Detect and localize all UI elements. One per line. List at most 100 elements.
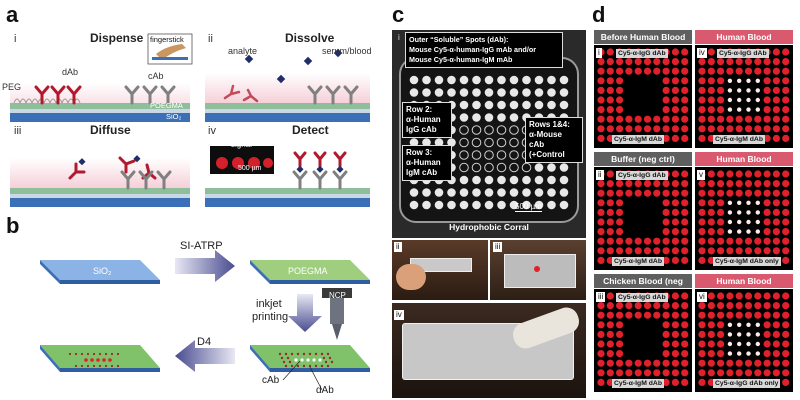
dab-spot bbox=[698, 58, 706, 66]
fluorescence-spots bbox=[597, 48, 689, 142]
panel-d-header: Chicken Blood (neg ctrl) bbox=[594, 274, 692, 300]
dab-spot bbox=[653, 369, 661, 377]
soluble-spot bbox=[422, 188, 431, 197]
dab-spot bbox=[717, 311, 725, 319]
soluble-spot bbox=[459, 188, 469, 197]
top-dab-label: Cy5-α-IgG dAb bbox=[616, 171, 668, 180]
dab-spot bbox=[735, 125, 743, 133]
row2-line3: IgG cAb bbox=[406, 125, 437, 134]
soluble-spot bbox=[534, 75, 544, 85]
dab-spot bbox=[597, 378, 605, 386]
dab-spot bbox=[625, 237, 633, 245]
dab-spot bbox=[707, 106, 715, 114]
dab-spot bbox=[726, 369, 734, 377]
dab-spot bbox=[763, 170, 771, 178]
capture-spot bbox=[746, 107, 751, 112]
capture-spot bbox=[727, 88, 733, 93]
dab-spot bbox=[606, 180, 614, 188]
outer-spots-line1: Outer “Soluble” Spots (dAb): bbox=[409, 35, 509, 44]
dab-spot bbox=[681, 302, 689, 310]
capture-spot bbox=[755, 97, 760, 103]
dab-spot bbox=[634, 115, 642, 123]
dab-spot bbox=[782, 208, 790, 216]
dab-spot bbox=[772, 134, 780, 142]
fluorescence-spots bbox=[597, 292, 689, 386]
dab-spot bbox=[707, 369, 715, 377]
capture-spot bbox=[484, 125, 494, 135]
dab-spot bbox=[616, 340, 624, 348]
bottom-dab-label: Cy5-α-IgG dAb only bbox=[713, 379, 781, 388]
dab-spot bbox=[763, 77, 771, 85]
capture-spot bbox=[737, 341, 742, 347]
dab-spot bbox=[671, 302, 679, 310]
dab-spot bbox=[681, 228, 689, 236]
step-i-title: Dispense bbox=[90, 31, 144, 45]
dab-spot bbox=[643, 247, 652, 255]
dab-spot bbox=[625, 189, 633, 197]
dab-spot bbox=[763, 125, 771, 133]
dab-spot bbox=[597, 180, 605, 188]
capture-spot bbox=[737, 219, 742, 225]
dab-spot bbox=[653, 125, 661, 133]
capture-spot bbox=[471, 137, 482, 148]
dab-spot bbox=[616, 199, 624, 207]
capture-spot bbox=[727, 210, 733, 215]
panel-d-header: Human Blood bbox=[695, 152, 793, 166]
dab-spot bbox=[698, 247, 706, 255]
dab-spot bbox=[606, 359, 614, 367]
row2-line1: Row 2: bbox=[406, 105, 433, 114]
dab-spot bbox=[735, 170, 743, 178]
dab-spot bbox=[698, 311, 706, 319]
dab-spot bbox=[782, 134, 790, 142]
capture-spot bbox=[755, 351, 760, 356]
dab-spot bbox=[653, 189, 661, 197]
dab-spot bbox=[763, 86, 771, 94]
capture-spot bbox=[496, 150, 507, 160]
dab-spot bbox=[698, 67, 706, 75]
dab-spot bbox=[671, 106, 679, 114]
dab-spot bbox=[597, 311, 605, 319]
capture-spot bbox=[746, 78, 751, 83]
dab-spot bbox=[735, 115, 743, 123]
b-dab-label: dAb bbox=[316, 385, 334, 396]
bottom-dab-label: Cy5-α-IgM dAb bbox=[612, 379, 664, 388]
dab-spot bbox=[726, 247, 734, 255]
panel-d-letter: d bbox=[592, 2, 606, 27]
dab-spot bbox=[597, 228, 605, 236]
dab-spot bbox=[681, 359, 689, 367]
soluble-spot bbox=[559, 75, 569, 85]
dab-spot bbox=[707, 302, 715, 310]
dab-spot bbox=[616, 321, 624, 329]
soluble-spot bbox=[497, 113, 506, 122]
dab-spot bbox=[744, 125, 753, 133]
panel-d-roman: iv bbox=[697, 48, 707, 58]
dab-spot bbox=[662, 218, 670, 226]
soluble-spot bbox=[472, 88, 481, 97]
dab-spot bbox=[653, 237, 661, 245]
dab-spot bbox=[681, 189, 689, 197]
soluble-spot bbox=[547, 75, 556, 85]
dab-spot bbox=[782, 96, 790, 104]
dab-spot bbox=[606, 48, 614, 56]
dab-spot bbox=[616, 189, 624, 197]
capture-spot bbox=[755, 200, 760, 205]
dab-spot bbox=[671, 330, 679, 338]
soluble-spot bbox=[534, 175, 544, 185]
fluorescence-image bbox=[594, 167, 692, 270]
dab-spot bbox=[698, 106, 706, 114]
dab-spot bbox=[634, 369, 642, 377]
dab-spot bbox=[662, 67, 670, 75]
dab-spot bbox=[744, 292, 753, 300]
fluorescence-image bbox=[695, 45, 793, 148]
dab-spot bbox=[616, 218, 624, 226]
dab-spot bbox=[735, 247, 743, 255]
capture-spot bbox=[746, 200, 751, 205]
step-i-roman: i bbox=[14, 33, 17, 45]
dab-spot bbox=[772, 340, 780, 348]
soluble-spot bbox=[534, 188, 544, 197]
soluble-spot bbox=[509, 75, 519, 85]
dab-spot bbox=[707, 321, 715, 329]
dab-spot bbox=[726, 311, 734, 319]
dab-spot bbox=[634, 125, 642, 133]
dab-spot bbox=[662, 302, 670, 310]
